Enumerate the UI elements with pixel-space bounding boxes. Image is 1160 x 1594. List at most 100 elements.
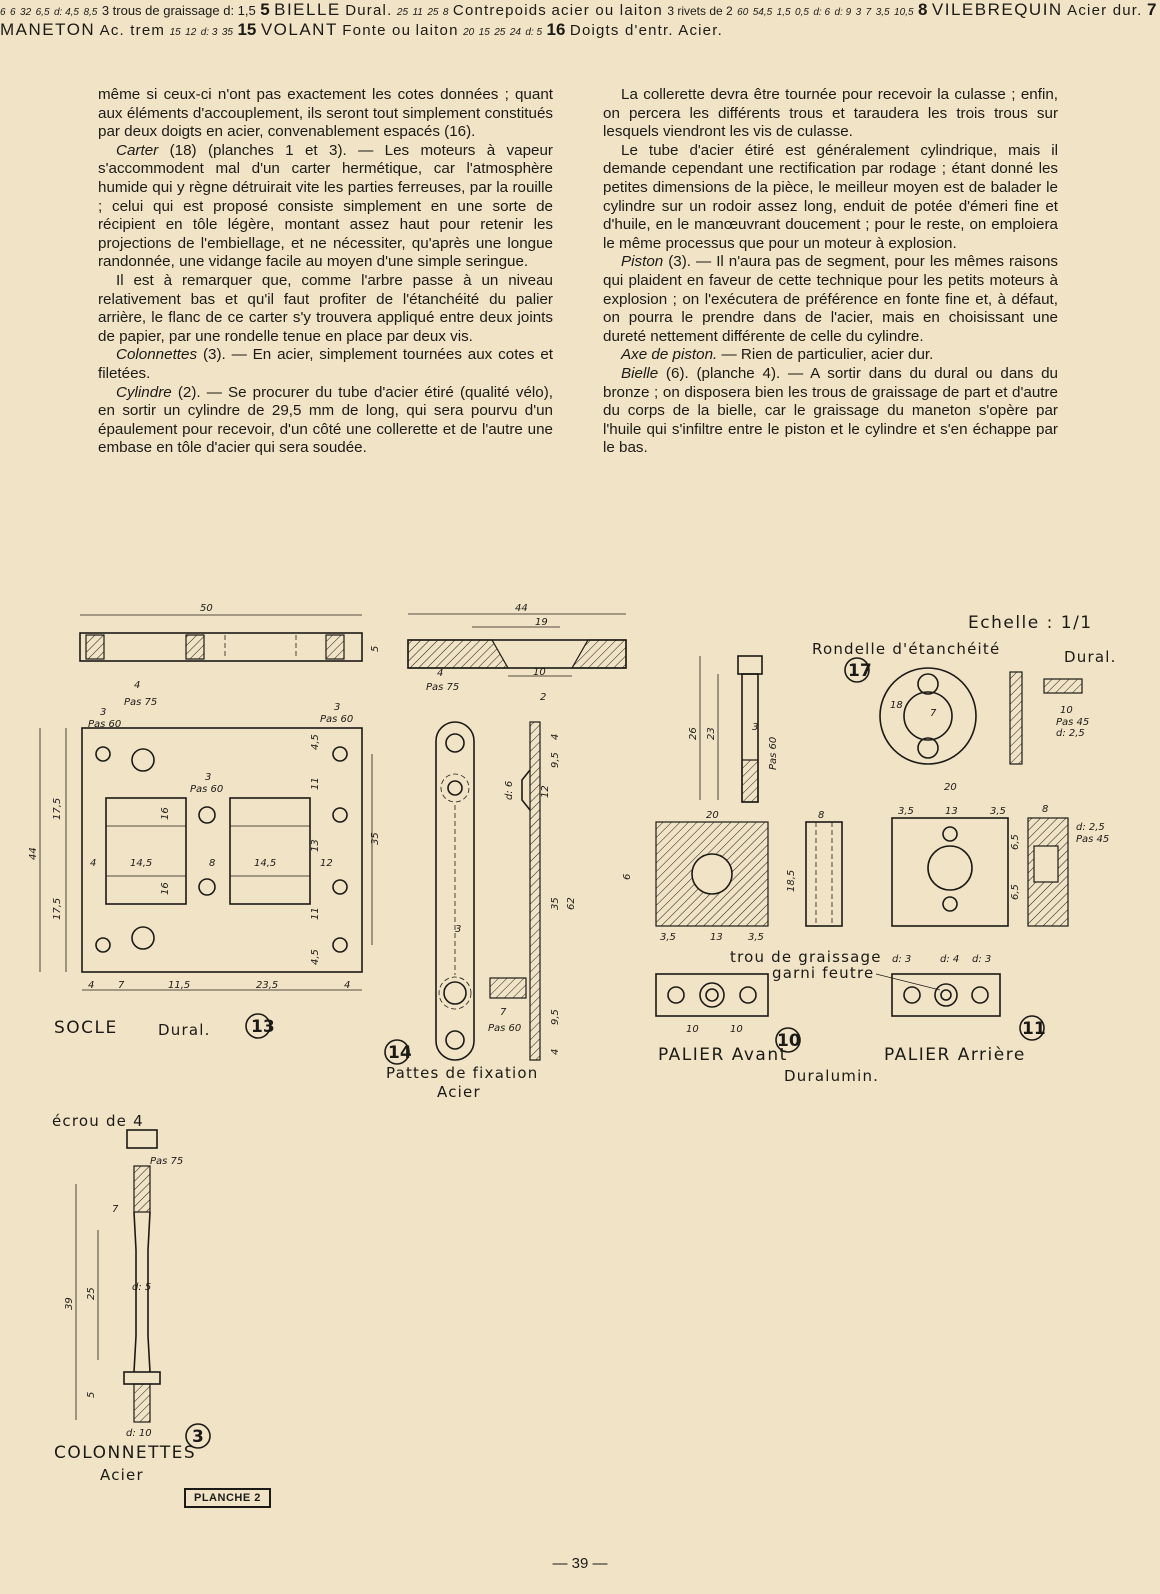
svg-text:8: 8 [209, 858, 215, 869]
svg-text:Pas 45: Pas 45 [1056, 717, 1089, 728]
svg-text:Pas 75: Pas 75 [426, 682, 459, 693]
svg-text:16: 16 [160, 882, 171, 895]
svg-text:7: 7 [118, 980, 125, 991]
bielle-material: Dural. [345, 2, 393, 19]
vilebrequin-number: 8 [917, 0, 928, 19]
doigts-number: 16 [546, 20, 566, 39]
svg-text:8: 8 [818, 810, 824, 821]
paragraph-text: (3). — En acier, simplement tournées aux… [98, 346, 553, 382]
svg-text:11,5: 11,5 [168, 980, 190, 991]
svg-text:19: 19 [535, 617, 548, 628]
svg-text:Pas 60: Pas 60 [768, 737, 779, 770]
doigts-material: Acier. [678, 22, 723, 39]
svg-text:4: 4 [134, 680, 140, 691]
svg-text:18,5: 18,5 [786, 870, 797, 892]
svg-text:3,5: 3,5 [660, 932, 676, 943]
svg-text:26: 26 [688, 727, 699, 740]
paragraph: Carter (18) (planches 1 et 3). — Les mot… [98, 142, 553, 272]
svg-text:13: 13 [945, 806, 958, 817]
volant-number: 15 [237, 20, 257, 39]
svg-text:4,5: 4,5 [310, 949, 321, 965]
svg-text:3: 3 [100, 707, 106, 718]
svg-text:d: 3: d: 3 [972, 954, 991, 965]
socle-label: SOCLE [54, 1018, 118, 1038]
svg-text:d: 6: d: 6 [504, 781, 515, 800]
text-column-right: La collerette devra être tournée pour re… [603, 86, 1058, 458]
svg-text:7: 7 [930, 708, 937, 719]
bielle-label: BIELLE [274, 0, 341, 19]
palier-arriere-label: PALIER Arrière [884, 1045, 1026, 1065]
svg-text:12: 12 [540, 785, 551, 798]
svg-text:4: 4 [437, 668, 443, 679]
socle-section-view: 44 19 10 4 Pas 75 [407, 603, 627, 693]
contrepoids-label: Contrepoids [452, 2, 548, 19]
svg-text:35: 35 [550, 897, 561, 910]
paragraph: Bielle (6). (planche 4). — A sortir dans… [603, 365, 1058, 458]
svg-text:d: 10: d: 10 [126, 1428, 152, 1439]
svg-text:14,5: 14,5 [254, 858, 276, 869]
paragraph-text: (3). — Il n'aura pas de segment, pour le… [603, 253, 1058, 345]
svg-text:8: 8 [1042, 804, 1048, 815]
svg-text:10: 10 [686, 1024, 699, 1035]
paragraph: même si ceux-ci n'ont pas exactement les… [98, 86, 553, 142]
svg-text:17,5: 17,5 [52, 798, 63, 820]
svg-text:Pas 60: Pas 60 [488, 1023, 521, 1034]
colonnettes-number: 3 [192, 1427, 204, 1447]
paragraph: Piston (3). — Il n'aura pas de segment, … [603, 253, 1058, 346]
vilebrequin-label: VILEBREQUIN [931, 0, 1063, 19]
svg-text:13: 13 [310, 839, 321, 852]
svg-text:4: 4 [550, 1049, 561, 1055]
rondelle-material: Dural. [1064, 648, 1117, 666]
svg-text:Pas 75: Pas 75 [124, 697, 157, 708]
svg-text:18: 18 [890, 700, 903, 711]
rondelle-label: Rondelle d'étanchéité [812, 640, 1000, 658]
doigts-label: Doigts d'entr. [569, 22, 674, 39]
ecrou-note: écrou de 4 [52, 1112, 144, 1130]
svg-text:17,5: 17,5 [52, 898, 63, 920]
svg-text:d: 3: d: 3 [892, 954, 911, 965]
bielle-drawing: 6 6 32 6,5 d: 4,5 8,5 3 trous de graissa… [0, 3, 256, 18]
paragraph-text: même si ceux-ci n'ont pas exactement les… [98, 86, 553, 141]
palier-avant-number: 10 [777, 1031, 801, 1051]
svg-text:25: 25 [86, 1287, 97, 1300]
palier-arriere-drawing: 20 3,5 13 3,5 6,5 6,5 8 d: 2,5 Pas 45 d:… [875, 782, 1109, 1017]
maneton-number: 7 [1146, 0, 1157, 19]
svg-text:4,5: 4,5 [310, 734, 321, 750]
paragraph-title: Cylindre [116, 383, 172, 401]
svg-text:4: 4 [90, 858, 96, 869]
paragraph-title: Colonnettes [116, 346, 198, 364]
bielle-holes-note: 3 trous de graissage d: 1,5 [101, 3, 256, 18]
svg-text:11: 11 [310, 777, 321, 790]
svg-text:4: 4 [88, 980, 94, 991]
svg-text:Pas 45: Pas 45 [1076, 834, 1109, 845]
socle-side-view: 50 5 [79, 603, 381, 662]
palier-arriere-number: 11 [1022, 1019, 1046, 1039]
svg-text:6,5: 6,5 [1010, 834, 1021, 850]
socle-plan-view: 17,5 17,5 44 35 14,5 14,5 8 12 4 16 16 1… [28, 680, 381, 991]
bielle-number: 5 [260, 0, 270, 19]
svg-text:3: 3 [205, 772, 211, 783]
paragraph-title: Bielle [621, 364, 659, 382]
svg-text:7: 7 [112, 1204, 119, 1215]
svg-text:20: 20 [944, 782, 957, 793]
contrepoids-note: 3 rivets de 2 [667, 4, 733, 18]
svg-text:2: 2 [540, 692, 546, 703]
svg-text:Pas 60: Pas 60 [320, 714, 353, 725]
volant-label: VOLANT [260, 20, 338, 39]
paragraph-text: La collerette devra être tournée pour re… [603, 86, 1058, 141]
svg-text:3,5: 3,5 [748, 932, 764, 943]
svg-text:d: 5: d: 5 [132, 1282, 151, 1293]
paragraph-text: (2). — Se procurer du tube d'acier étiré… [98, 383, 553, 457]
svg-text:44: 44 [28, 847, 39, 860]
paragraph-title: Carter [116, 141, 159, 159]
socle-material: Dural. [158, 1021, 211, 1039]
graissage-note-1: trou de graissage [730, 948, 882, 966]
colonnettes-drawing: 39 25 5 7 d: 5 d: 10 Pas 75 [64, 1129, 183, 1439]
svg-text:d: 2,5: d: 2,5 [1056, 728, 1085, 739]
palier-avant-material: Duralumin. [784, 1067, 879, 1085]
svg-text:50: 50 [200, 603, 213, 614]
svg-text:3: 3 [334, 702, 340, 713]
svg-text:3: 3 [455, 924, 461, 935]
svg-text:6: 6 [622, 874, 633, 880]
